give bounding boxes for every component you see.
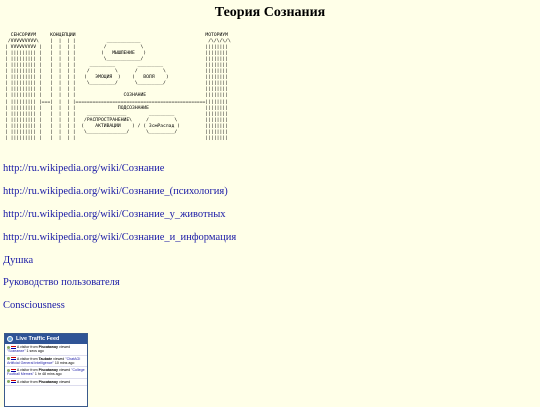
flag-icon bbox=[11, 357, 16, 361]
flag-icon bbox=[11, 368, 16, 372]
feed-page-link[interactable]: "Sознание" bbox=[7, 349, 26, 354]
link-user-guide[interactable]: Руководство пользователя bbox=[3, 277, 120, 289]
link-soznanie-animals[interactable]: http://ru.wikipedia.org/wiki/Сознание_у_… bbox=[3, 208, 226, 220]
feed-page-link[interactable]: "College Football Memes" bbox=[7, 368, 85, 377]
link-soznanie[interactable]: http://ru.wikipedia.org/wiki/Сознание bbox=[3, 163, 165, 174]
visitor-icon bbox=[7, 368, 10, 372]
feed-header[interactable]: Live Traffic Feed bbox=[5, 334, 87, 344]
ascii-diagram: СЕНСОРИУМ КОНЦЕПЦИИ МОТОРИУМ /VVVVVVVVV\… bbox=[5, 33, 231, 141]
feed-item: A visitor from Piscataway viewed "Colleg… bbox=[5, 367, 87, 379]
feed-page-link[interactable]: "ChatAGI Artificial General Intelligence… bbox=[7, 356, 81, 365]
visitor-icon bbox=[7, 380, 10, 384]
feed-item: A visitor from Piscataway viewed bbox=[5, 379, 87, 387]
flag-icon bbox=[11, 380, 16, 384]
visitor-icon bbox=[7, 357, 10, 361]
feed-item: A visitor from Piscataway viewed "Sознан… bbox=[5, 344, 87, 356]
visitor-icon bbox=[7, 345, 10, 349]
link-list: http://ru.wikipedia.org/wiki/Сознание ht… bbox=[3, 162, 236, 322]
live-traffic-feed-widget: Live Traffic Feed A visitor from Piscata… bbox=[4, 333, 88, 407]
link-soznanie-information[interactable]: http://ru.wikipedia.org/wiki/Сознание_и_… bbox=[3, 231, 237, 243]
page-title: Теория Сознания bbox=[214, 5, 326, 20]
feed-title: Live Traffic Feed bbox=[16, 336, 60, 342]
link-dushka[interactable]: Душка bbox=[3, 254, 34, 266]
link-consciousness[interactable]: Consciousness bbox=[3, 300, 65, 312]
flag-icon bbox=[11, 345, 16, 349]
link-soznanie-psychology[interactable]: http://ru.wikipedia.org/wiki/Сознание_(п… bbox=[3, 185, 228, 197]
feed-item: A visitor from Taubate viewed "ChatAGI A… bbox=[5, 356, 87, 368]
globe-icon bbox=[7, 336, 13, 342]
